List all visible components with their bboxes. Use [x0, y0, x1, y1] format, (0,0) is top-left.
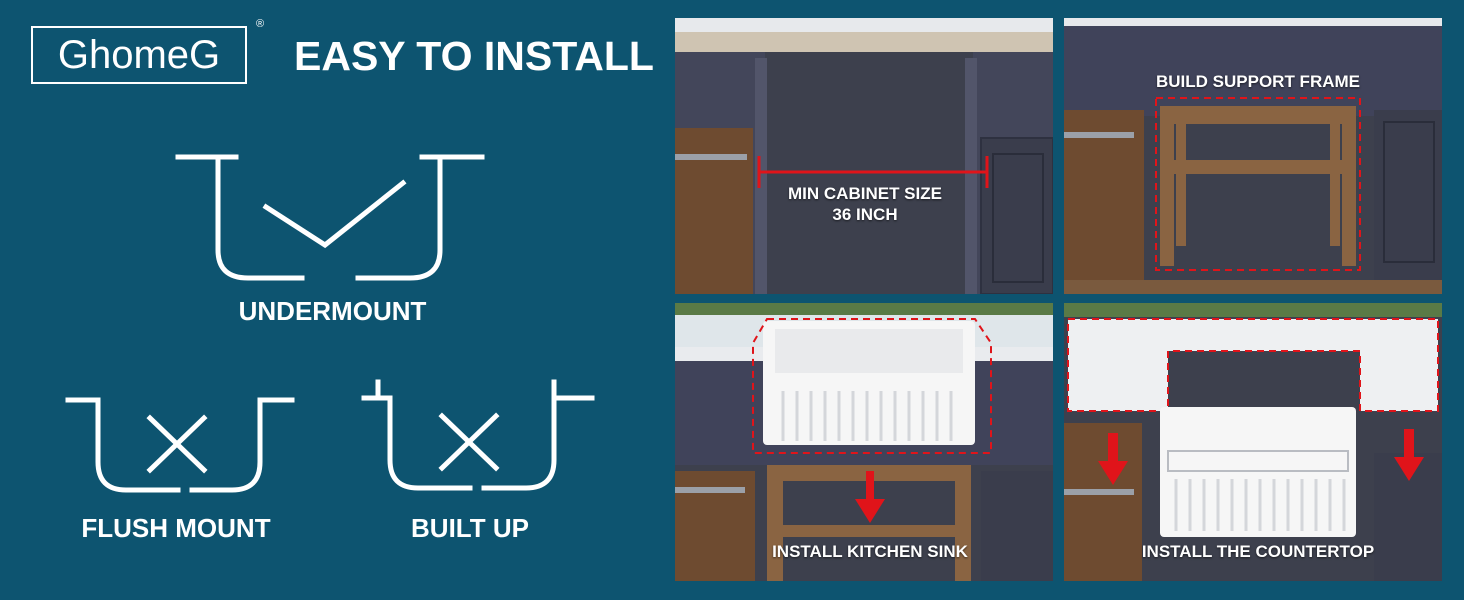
flush-mount-label: FLUSH MOUNT [81, 513, 271, 543]
cabinet-opening-illustration [675, 18, 1053, 294]
built-up-label: BUILT UP [411, 513, 529, 543]
step-panel-install-countertop: INSTALL THE COUNTERTOP [1064, 303, 1442, 581]
support-frame-illustration [1064, 18, 1442, 294]
step-panel-install-sink: INSTALL KITCHEN SINK [675, 303, 1053, 581]
step1-label-line2: 36 INCH [832, 205, 898, 224]
step-panel-cabinet-size: MIN CABINET SIZE 36 INCH [675, 18, 1053, 294]
step-panel-support-frame: BUILD SUPPORT FRAME [1064, 18, 1442, 294]
registered-mark: ® [256, 18, 265, 30]
step1-label-line1: MIN CABINET SIZE [788, 184, 942, 203]
step2-label: BUILD SUPPORT FRAME [1156, 72, 1360, 91]
brand-logo: GhomeG [31, 26, 247, 84]
step1-label: MIN CABINET SIZE 36 INCH [775, 183, 955, 225]
brand-name: GhomeG [57, 32, 221, 77]
install-sink-illustration [675, 303, 1053, 581]
undermount-label: UNDERMOUNT [238, 296, 427, 326]
install-countertop-illustration [1064, 303, 1442, 581]
step4-label: INSTALL THE COUNTERTOP [1141, 542, 1375, 561]
undermount-check-icon [175, 154, 485, 281]
step3-label: INSTALL KITCHEN SINK [772, 542, 968, 561]
built-up-x-icon [361, 379, 595, 491]
headline: EASY TO INSTALL [294, 33, 654, 79]
flush-mount-x-icon [65, 397, 295, 493]
